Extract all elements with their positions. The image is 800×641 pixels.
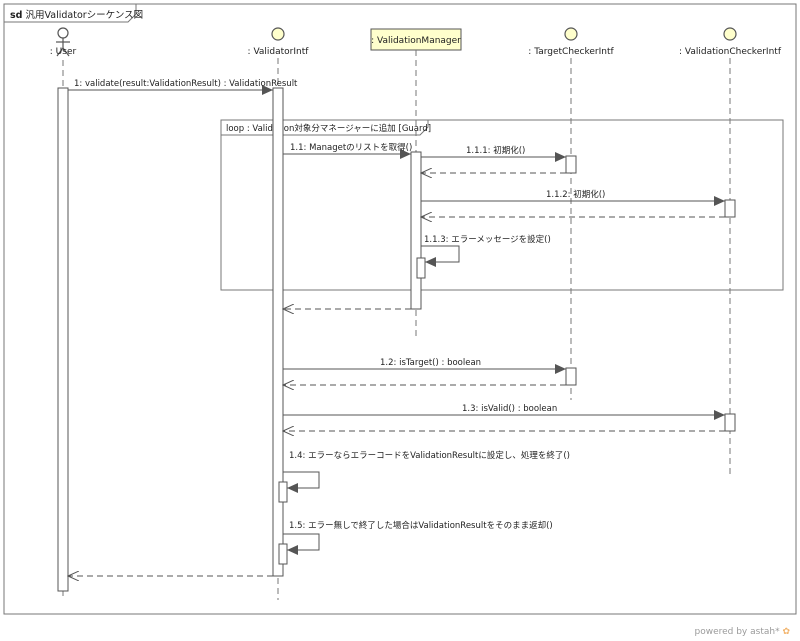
- message-1-5: 1.5: エラー無しで終了した場合はValidationResultをそのまま返…: [283, 520, 553, 555]
- message-1-4-label: 1.4: エラーならエラーコードをValidationResultに設定し、処理…: [289, 450, 570, 461]
- message-1-1-2-label: 1.1.2: 初期化(): [546, 189, 605, 200]
- message-1-1: 1.1: Managetのリストを取得(): [283, 142, 412, 159]
- interface-icon: [723, 27, 737, 41]
- interface-icon: [564, 27, 578, 41]
- activation-target-checker-2: [565, 367, 577, 386]
- diagram-kind-label: sd: [10, 10, 23, 21]
- message-1: 1: validate(result:ValidationResult) : V…: [68, 79, 298, 95]
- activation-validator-intf-self-1: [278, 481, 288, 503]
- message-1-4-arrow: [283, 471, 320, 493]
- message-1-1-1-label: 1.1.1: 初期化(): [466, 145, 525, 156]
- lifeline-label-target-checker-intf: : TargetCheckerIntf: [528, 47, 614, 57]
- diagram-title: sd 汎用Validatorシーケンス図: [10, 7, 143, 21]
- watermark: powered by astah* ✿: [694, 627, 790, 637]
- message-1-1-label: 1.1: Managetのリストを取得(): [290, 142, 412, 153]
- message-1-1-1: 1.1.1: 初期化(): [421, 145, 566, 173]
- message-1-label: 1: validate(result:ValidationResult) : V…: [74, 79, 298, 89]
- loop-fragment-frame: [220, 119, 784, 291]
- message-1-2: 1.2: isTarget() : boolean: [283, 358, 566, 385]
- message-1-2-label: 1.2: isTarget() : boolean: [380, 358, 481, 368]
- astah-logo-icon: ✿: [782, 627, 790, 637]
- message-1-4: 1.4: エラーならエラーコードをValidationResultに設定し、処理…: [283, 450, 570, 493]
- activation-user: [57, 87, 69, 592]
- loop-fragment-label: loop : Validation対象分マネージャーに追加 [Guard]: [226, 123, 431, 134]
- activation-validator-intf: [272, 87, 284, 577]
- message-1-1-3-arrow: [421, 245, 460, 267]
- activation-validation-checker-1: [724, 199, 736, 218]
- watermark-text: powered by astah*: [694, 627, 780, 637]
- frame-title-tab: [4, 4, 137, 23]
- activation-validation-manager-self: [416, 257, 426, 279]
- loop-fragment: loop : Validation対象分マネージャーに追加 [Guard]: [220, 119, 784, 291]
- diagram-title-text: 汎用Validatorシーケンス図: [25, 10, 144, 21]
- diagram-frame: [3, 3, 797, 615]
- interface-icon: [271, 27, 285, 41]
- message-1-3: 1.3: isValid() : boolean: [283, 404, 725, 431]
- activation-target-checker-1: [565, 155, 577, 174]
- message-1-5-label: 1.5: エラー無しで終了した場合はValidationResultをそのまま返…: [289, 520, 553, 531]
- lifeline-target-checker-intf: : TargetCheckerIntf: [528, 27, 615, 400]
- activation-validation-checker-2: [724, 413, 736, 432]
- lifeline-label-validation-manager: : ValidationManager: [371, 36, 461, 46]
- lifeline-label-validation-checker-intf: : ValidationCheckerIntf: [679, 47, 782, 57]
- loop-fragment-tab: [221, 120, 429, 136]
- message-1-1-2: 1.1.2: 初期化(): [421, 189, 725, 217]
- message-1-5-arrow: [283, 533, 320, 555]
- activation-validator-intf-self-2: [278, 543, 288, 565]
- lifeline-validation-checker-intf: : ValidationCheckerIntf: [679, 27, 782, 475]
- message-1-3-label: 1.3: isValid() : boolean: [462, 404, 557, 414]
- activation-validation-manager: [410, 151, 422, 310]
- lifeline-label-user: : User: [50, 47, 77, 57]
- message-1-1-3: 1.1.3: エラーメッセージを設定(): [421, 234, 551, 267]
- actor-icon: [56, 27, 70, 57]
- lifeline-label-validator-intf: : ValidatorIntf: [248, 47, 310, 57]
- message-1-1-3-label: 1.1.3: エラーメッセージを設定(): [424, 234, 551, 245]
